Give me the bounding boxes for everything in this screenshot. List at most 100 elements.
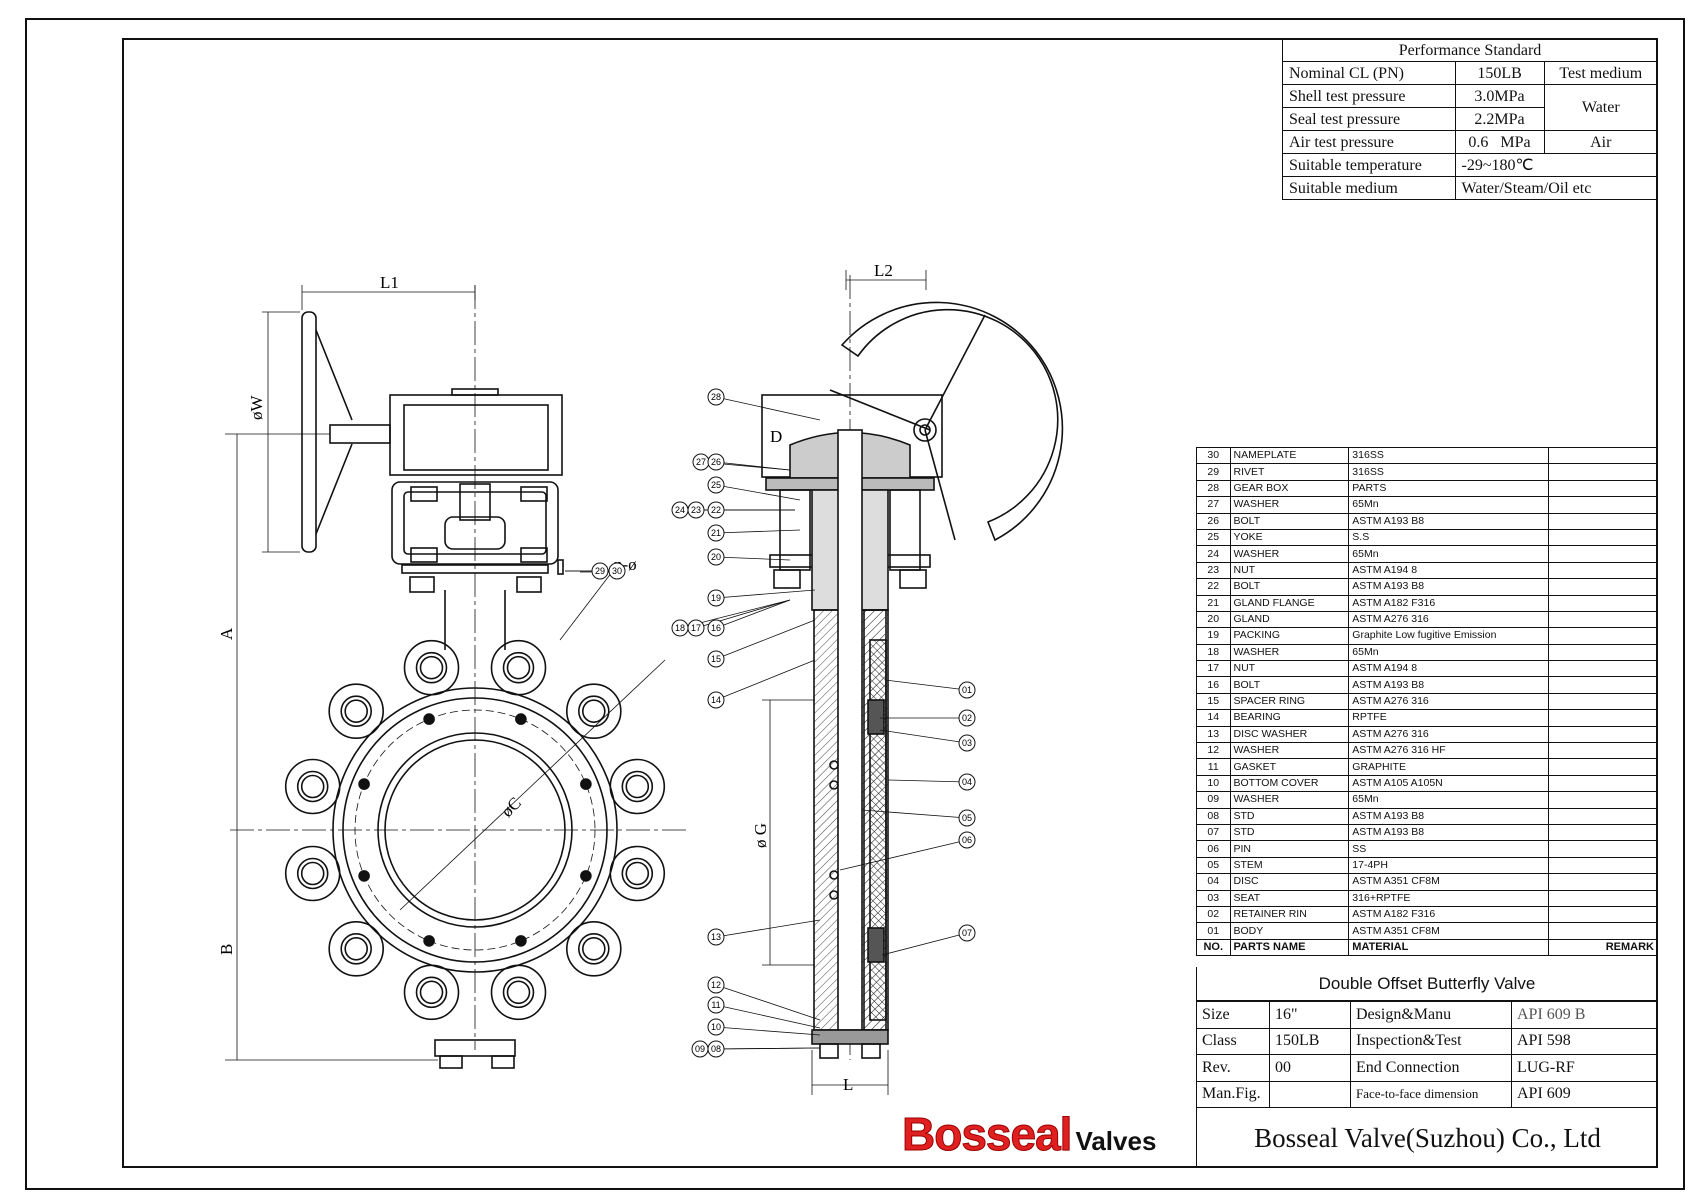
callout-18: 18 — [671, 619, 689, 637]
leader-07 — [881, 932, 968, 956]
yoke-bolt — [520, 486, 548, 502]
perf-medium: Water — [1543, 84, 1659, 131]
dim-l2-label: L2 — [874, 261, 893, 280]
callout-09: 09 — [691, 1040, 709, 1058]
callout-number: 02 — [962, 713, 972, 723]
lug-hole-inner — [625, 774, 650, 799]
callout-17: 17 — [687, 619, 705, 637]
dim-l-label: L — [843, 1075, 853, 1094]
callout-leaders — [565, 396, 968, 1050]
lug-hole — [340, 932, 373, 965]
parts-cell-material: ASTM A276 316 — [1348, 725, 1550, 744]
body-raised-face — [342, 697, 608, 963]
parts-cell-name: DISC — [1229, 873, 1350, 891]
disc-edge — [384, 739, 566, 921]
bottom-nut — [819, 1043, 839, 1059]
callout-number: 07 — [962, 928, 972, 938]
callout-04: 04 — [958, 773, 976, 791]
lug-hole-inner — [581, 699, 606, 724]
spec-label: Size — [1196, 1001, 1270, 1029]
callout-19: 19 — [707, 589, 725, 607]
lug-hole-inner — [300, 774, 325, 799]
lug — [490, 639, 547, 696]
lug-hole-inner — [300, 861, 325, 886]
callout-number: 22 — [711, 505, 721, 515]
parts-cell-material: ASTM A276 316 HF — [1348, 742, 1550, 760]
lug-hole — [415, 976, 448, 1009]
yoke-window — [403, 491, 547, 555]
callout-11: 11 — [707, 996, 725, 1014]
spec-value: LUG-RF — [1511, 1054, 1658, 1082]
callout-number: 15 — [711, 654, 721, 664]
spec-label: End Connection — [1350, 1054, 1512, 1082]
handwheel-spoke — [315, 329, 353, 421]
pin — [829, 870, 839, 880]
leader-16 — [715, 599, 791, 629]
lug-hole — [621, 770, 654, 803]
callout-14: 14 — [707, 691, 725, 709]
lug-hole-inner — [625, 861, 650, 886]
lug-hole — [296, 770, 329, 803]
parts-cell-name: RETAINER RIN — [1229, 905, 1350, 924]
callout-22: 22 — [707, 501, 725, 519]
lug — [403, 639, 460, 696]
leader-12 — [715, 984, 821, 1021]
lug — [490, 964, 547, 1021]
drawing-title: Double Offset Butterfly Valve — [1196, 967, 1658, 1001]
parts-cell-material: ASTM A194 8 — [1348, 561, 1550, 580]
callout-number: 11 — [711, 1000, 720, 1010]
lug-hole-inner — [419, 980, 444, 1005]
stem-top — [459, 483, 491, 521]
face-bolt — [580, 778, 592, 790]
face-bolt — [358, 778, 370, 790]
callout-number: 09 — [695, 1044, 705, 1054]
callout-06: 06 — [958, 831, 976, 849]
perf-value: 0.6 MPa — [1454, 130, 1545, 154]
callout-16: 16 — [707, 619, 725, 637]
callout-27: 27 — [692, 453, 710, 471]
perf-value: Water/Steam/Oil etc — [1454, 176, 1659, 200]
parts-cell-material: ASTM A182 F316 — [1348, 594, 1550, 612]
parts-header-remark: REMARK — [1548, 938, 1658, 957]
bottom-nut — [491, 1055, 515, 1069]
gland-nut — [899, 569, 927, 589]
face-bolt — [515, 713, 527, 725]
inner-bolts — [358, 713, 592, 947]
spec-table: Size 16" Design&Manu API 609 B Class 150… — [1196, 1001, 1658, 1108]
spec-value: API 609 B — [1511, 1001, 1658, 1029]
spec-value — [1269, 1080, 1351, 1108]
lug-hole-inner — [506, 980, 531, 1005]
callout-02: 02 — [958, 709, 976, 727]
lug — [328, 683, 385, 740]
callout-26: 26 — [707, 453, 725, 471]
parts-cell-name: WASHER — [1229, 791, 1350, 809]
perf-label: Suitable medium — [1282, 176, 1456, 200]
callout-number: 14 — [711, 695, 721, 705]
leader-20 — [715, 556, 791, 561]
lug — [565, 920, 622, 977]
lug — [403, 964, 460, 1021]
leader-05 — [861, 809, 968, 819]
lug-hole — [577, 932, 610, 965]
callout-number: 23 — [691, 505, 701, 515]
lug — [609, 758, 666, 815]
parts-cell-name: GEAR BOX — [1229, 479, 1350, 498]
leader-14 — [715, 659, 816, 701]
dim-a-label: A — [217, 627, 236, 640]
yoke-bolt — [410, 547, 438, 563]
callout-29: 29 — [591, 562, 609, 580]
gearbox-indicator — [451, 388, 499, 396]
perf-label: Nominal CL (PN) — [1282, 61, 1456, 85]
spec-label: Inspection&Test — [1350, 1027, 1512, 1055]
yoke-flange — [401, 564, 549, 574]
perf-value: 150LB — [1454, 61, 1545, 85]
